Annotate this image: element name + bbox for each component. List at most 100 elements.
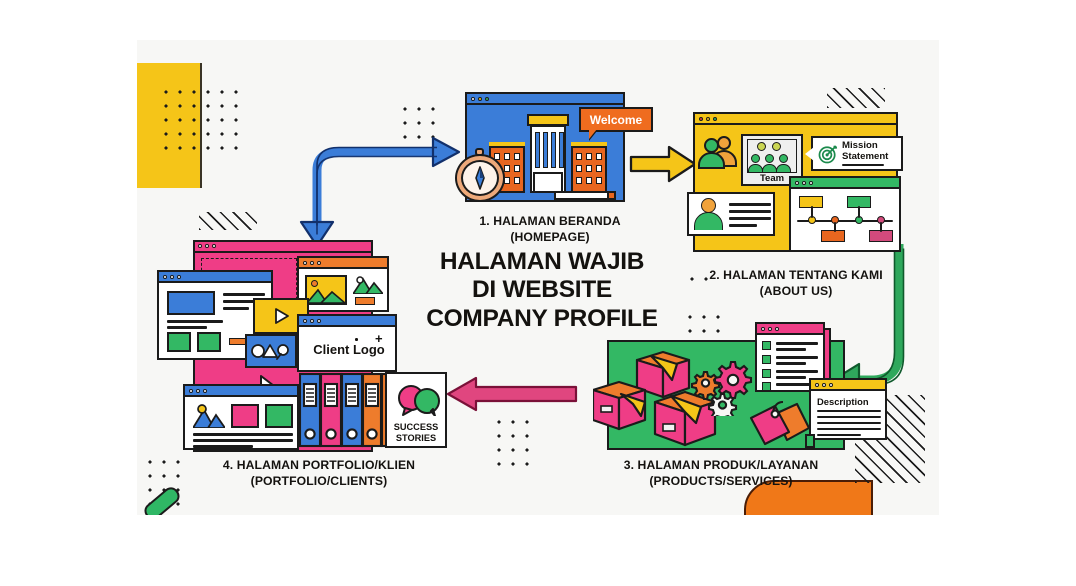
portfolio-gallery-window[interactable]: [297, 256, 389, 312]
plus-icon: +: [375, 331, 383, 346]
team-caption: Team: [759, 173, 785, 184]
window-dot-yellow: [310, 260, 314, 265]
window-dot-yellow: [478, 96, 482, 101]
dot-decor: [355, 338, 358, 341]
step-1-label-en: (HOMEPAGE): [510, 229, 590, 244]
window-dot-green: [212, 243, 216, 248]
window-dot-red: [303, 260, 307, 265]
window-dot-yellow: [706, 116, 710, 121]
portfolio-panel-titlebar: [193, 240, 373, 253]
step-3-caption: 3. HALAMAN PRODUK/LAYANAN (PRODUCTS/SERV…: [565, 458, 877, 489]
window-dot-yellow: [196, 388, 200, 393]
step-4-label-en: (PORTFOLIO/CLIENTS): [250, 473, 388, 488]
mission-statement-card: Mission Statement: [805, 136, 903, 172]
welcome-label: Welcome: [589, 112, 643, 127]
step-4-label-id: 4. HALAMAN PORTFOLIO/KLIEN: [222, 458, 416, 472]
pink-arrow-products-to-portfolio: [446, 376, 578, 412]
title-line-3: COMPANY PROFILE: [426, 304, 658, 332]
title-line-1: HALAMAN WAJIB: [439, 248, 645, 275]
window-titlebar: [159, 272, 271, 283]
window-dot-red: [761, 326, 765, 331]
building-illustration: [489, 114, 607, 204]
binders-icon: [299, 372, 395, 448]
success-line-2: STORIES: [395, 433, 437, 443]
decor-dot-grid-top-left: [159, 85, 241, 157]
gears-icon: [691, 360, 753, 416]
window-titlebar: [811, 380, 885, 391]
decor-dot-grid-about: [685, 272, 711, 290]
decor-orange-corner: [744, 480, 873, 515]
decor-hatch-left: [199, 212, 257, 230]
yellow-arrow-home-to-about: [629, 145, 697, 183]
page-title: HALAMAN WAJIB DI WEBSITE COMPANY PROFILE: [392, 248, 692, 333]
step-2-illustration: Team Mission Statement: [687, 112, 903, 260]
window-dot-yellow: [822, 382, 826, 387]
shapes-icon: [251, 344, 289, 360]
about-timeline-window[interactable]: [789, 176, 901, 252]
client-logo-window[interactable]: Client Logo +: [297, 314, 397, 372]
blue-arrow-home-to-portfolio: [299, 136, 461, 248]
window-dot-green: [775, 326, 779, 331]
infographic-canvas: Welcome 1. HALAMAN BERANDA (HOMEPAGE): [137, 40, 939, 515]
window-titlebar: [791, 178, 899, 189]
window-dot-green: [317, 260, 321, 265]
step-2-label-en: (ABOUT US): [759, 283, 833, 298]
window-dot-yellow: [802, 180, 806, 185]
step-4-caption: 4. HALAMAN PORTFOLIO/KLIEN (PORTFOLIO/CL…: [169, 458, 469, 489]
window-dot-yellow: [310, 318, 314, 323]
about-avatar-pair-icon: [698, 134, 741, 170]
window-titlebar: [299, 258, 387, 269]
step-2-label-id: 2. HALAMAN TENTANG KAMI: [709, 268, 883, 282]
window-dot-yellow: [170, 274, 174, 279]
window-dot-green: [203, 388, 207, 393]
step-1-caption: 1. HALAMAN BERANDA (HOMEPAGE): [447, 214, 653, 245]
mission-line-2: Statement: [842, 150, 889, 162]
window-titlebar: [467, 94, 623, 105]
image-placeholder-icon: [305, 275, 347, 305]
window-dot-red: [303, 318, 307, 323]
window-dot-red: [815, 382, 819, 387]
success-stories-card: SUCCESS STORIES: [385, 372, 447, 448]
product-boxes-icon: [593, 350, 717, 447]
step-3-label-en: (PRODUCTS/SERVICES): [649, 473, 793, 488]
window-dot-green: [809, 180, 813, 185]
client-logo-caption: Client Logo: [313, 342, 385, 357]
window-dot-red: [471, 96, 475, 101]
products-green-tab: [805, 434, 815, 448]
decor-hatch-top-right: [827, 88, 885, 108]
product-description-window[interactable]: Description: [809, 378, 887, 440]
portfolio-bottom-window[interactable]: [183, 384, 299, 450]
window-dot-green: [829, 382, 833, 387]
chat-bubbles-icon: [398, 385, 440, 416]
title-line-2: DI WEBSITE: [472, 276, 612, 304]
image-thumb-icon: [353, 276, 383, 294]
design-tools-badge[interactable]: [245, 334, 297, 368]
window-dot-red: [699, 116, 703, 121]
window-titlebar: [695, 114, 896, 125]
step-3-label-id: 3. HALAMAN PRODUK/LAYANAN: [623, 458, 819, 472]
step-1-label-id: 1. HALAMAN BERANDA: [479, 214, 621, 228]
step-2-caption: 2. HALAMAN TENTANG KAMI (ABOUT US): [673, 268, 919, 299]
compass-icon: [455, 148, 505, 202]
step-3-illustration: Description: [587, 322, 887, 457]
window-dot-green: [317, 318, 321, 323]
target-icon: [818, 145, 838, 163]
window-dot-green: [713, 116, 717, 121]
window-titlebar: [185, 386, 297, 397]
about-profile-card: [687, 192, 775, 236]
decor-dot-grid-bottom-mid: [492, 415, 532, 473]
window-dot-yellow: [768, 326, 772, 331]
mission-line-1: Mission: [842, 139, 878, 151]
window-titlebar: [299, 316, 395, 327]
window-dot-green: [177, 274, 181, 279]
success-line-1: SUCCESS: [393, 422, 439, 432]
description-caption: Description: [817, 396, 869, 407]
window-dot-red: [163, 274, 167, 279]
window-titlebar: [757, 324, 823, 335]
window-dot-red: [189, 388, 193, 393]
image-icon: [193, 404, 225, 428]
window-dot-red: [795, 180, 799, 185]
decor-dot-grid-upper-mid: [398, 102, 438, 146]
team-photo-card: Team: [741, 134, 803, 186]
homepage-bar-decor-tip: [607, 191, 616, 200]
